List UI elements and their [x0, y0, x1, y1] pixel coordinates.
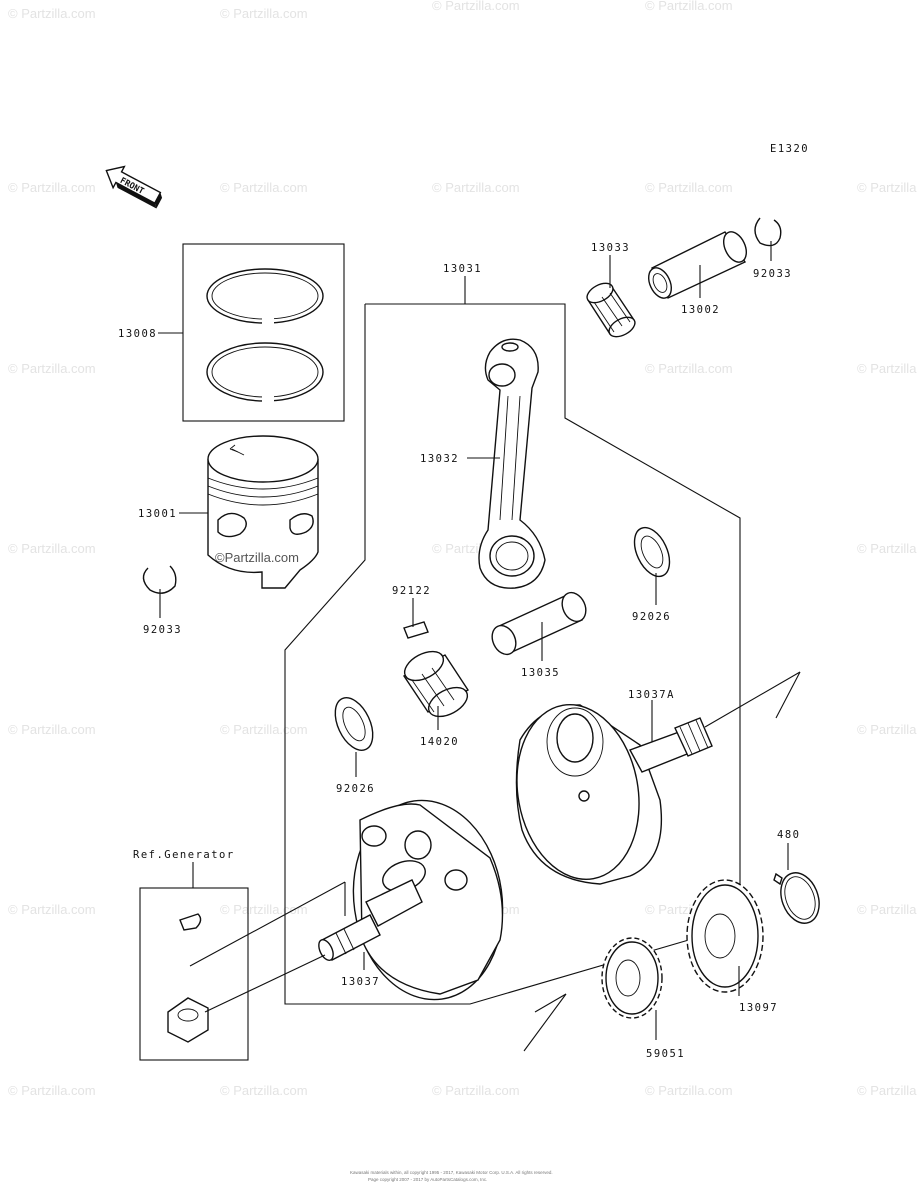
part-label-13008[interactable]: 13008 — [118, 328, 157, 340]
ref-generator-box — [139, 887, 249, 1061]
piston-pin-icon — [647, 231, 748, 299]
footer-copyright-line2: Page copyright 2007 - 2017 by AutoPartsC… — [368, 1177, 487, 1182]
part-label-13037A[interactable]: 13037A — [628, 689, 675, 701]
primary-gear-icon — [686, 879, 764, 993]
part-label-13032[interactable]: 13032 — [420, 453, 459, 465]
diagram-code: E1320 — [770, 143, 809, 155]
part-label-480[interactable]: 480 — [777, 829, 800, 841]
circlip-icon — [773, 872, 820, 924]
watermark: © Partzilla.com — [8, 541, 96, 556]
crank-pin-icon — [491, 591, 587, 656]
needle-bearing-icon — [586, 282, 636, 338]
part-label-13031[interactable]: 13031 — [443, 263, 482, 275]
part-label-59051[interactable]: 59051 — [646, 1048, 685, 1060]
part-label-13037[interactable]: 13037 — [341, 976, 380, 988]
circlip-icon — [754, 217, 782, 247]
watermark: © Partzilla.com — [645, 180, 733, 195]
leader-lines — [158, 241, 789, 1040]
part-label-92026[interactable]: 92026 — [336, 783, 375, 795]
piston-ring-icon — [206, 268, 324, 326]
thrust-washer-icon — [334, 697, 374, 751]
part-labels: 13008 13001 92033 13031 13033 92033 1300… — [118, 242, 800, 1060]
footer-copyright-line1: Kawasaki materials within, all copyright… — [350, 1170, 553, 1175]
watermark: © Partzilla.com — [645, 361, 733, 376]
watermark: © Partzilla.com — [645, 0, 733, 13]
watermark: © Partzilla.com — [432, 0, 520, 13]
part-label-13035[interactable]: 13035 — [521, 667, 560, 679]
watermark: © Partzilla.com — [645, 1083, 733, 1098]
watermark: © Partzilla.com — [220, 1083, 308, 1098]
ref-generator-label: Ref.Generator — [133, 849, 235, 861]
watermark: © Partzilla.com — [857, 361, 917, 376]
watermark: © Partzilla.com — [857, 722, 917, 737]
circlip-icon — [142, 565, 177, 594]
piston-ring-icon — [206, 342, 324, 404]
woodruff-key-icon — [179, 913, 202, 931]
part-label-13033[interactable]: 13033 — [591, 242, 630, 254]
watermark-layer: © Partzilla.com © Partzilla.com © Partzi… — [8, 0, 917, 1098]
nut-icon — [167, 997, 209, 1043]
thrust-washer-icon — [633, 526, 671, 578]
partzilla-inline-watermark: ©Partzilla.com — [215, 550, 299, 565]
watermark: © Partzilla.com — [857, 180, 917, 195]
watermark: © Partzilla.com — [220, 180, 308, 195]
watermark: © Partzilla.com — [8, 361, 96, 376]
watermark: © Partzilla.com — [432, 180, 520, 195]
watermark: © Partzilla.com — [8, 1083, 96, 1098]
watermark: © Partzilla.com — [220, 722, 308, 737]
watermark: © Partzilla.com — [8, 180, 96, 195]
part-label-14020[interactable]: 14020 — [420, 736, 459, 748]
watermark: © Partzilla.com — [857, 541, 917, 556]
connecting-rod-icon — [478, 338, 546, 589]
part-label-92026[interactable]: 92026 — [632, 611, 671, 623]
gear-icon — [601, 937, 663, 1019]
watermark: © Partzilla.com — [857, 1083, 917, 1098]
watermark: © Partzilla.com — [857, 902, 917, 917]
part-label-92033[interactable]: 92033 — [753, 268, 792, 280]
piston-icon — [207, 435, 319, 589]
crankshaft-right-half-icon — [515, 671, 801, 885]
front-arrow-icon: FRONT — [105, 165, 163, 209]
part-label-92122[interactable]: 92122 — [392, 585, 431, 597]
watermark: © Partzilla.com — [432, 1083, 520, 1098]
part-label-13002[interactable]: 13002 — [681, 304, 720, 316]
dowel-pin-icon — [403, 621, 429, 639]
part-label-13001[interactable]: 13001 — [138, 508, 177, 520]
watermark: © Partzilla.com — [8, 722, 96, 737]
crankshaft-left-half-icon — [318, 799, 504, 1001]
watermark: © Partzilla.com — [220, 6, 308, 21]
needle-bearing-icon — [402, 650, 470, 718]
part-label-13097[interactable]: 13097 — [739, 1002, 778, 1014]
watermark: © Partzilla.com — [220, 902, 308, 917]
part-label-92033[interactable]: 92033 — [143, 624, 182, 636]
watermark: © Partzilla.com — [8, 902, 96, 917]
watermark: © Partzilla.com — [8, 6, 96, 21]
